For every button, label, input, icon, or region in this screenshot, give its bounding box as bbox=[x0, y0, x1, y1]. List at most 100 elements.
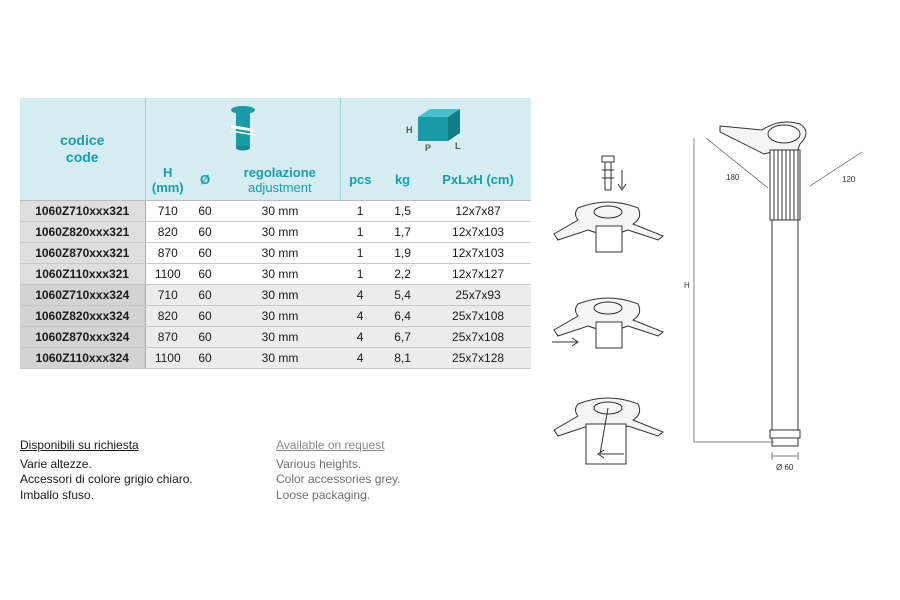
cell-code: 1060Z820xxx324 bbox=[20, 305, 146, 327]
cell-h: 870 bbox=[145, 242, 190, 264]
col-header-kg: kg bbox=[380, 160, 426, 200]
cell-kg: 1,7 bbox=[380, 221, 426, 243]
cell-h: 820 bbox=[145, 305, 190, 327]
cell-adjustment: 30 mm bbox=[220, 284, 341, 306]
assembly-step-3 bbox=[553, 397, 664, 465]
notes-en-line: Various heights. bbox=[276, 456, 362, 471]
table-row: 1060Z870xxx324 870 60 30 mm 4 6,7 25x7x1… bbox=[20, 326, 532, 348]
cell-kg: 1,9 bbox=[380, 242, 426, 264]
cell-code: 1060Z110xxx321 bbox=[20, 263, 146, 285]
assembly-step-1 bbox=[553, 155, 664, 253]
assembly-step-2 bbox=[552, 297, 664, 349]
cell-pcs: 4 bbox=[340, 347, 381, 369]
box-label-p: P bbox=[425, 143, 431, 153]
col-header-pcs: pcs bbox=[339, 160, 381, 200]
cell-dims: 25x7x108 bbox=[425, 326, 532, 348]
dim-diameter: Ø 60 bbox=[776, 463, 794, 472]
cell-pcs: 4 bbox=[340, 326, 381, 348]
code-header: codice code bbox=[20, 98, 145, 200]
notes-it-line: Accessori di colore grigio chiaro. bbox=[20, 472, 193, 486]
cell-code: 1060Z110xxx324 bbox=[20, 347, 146, 369]
cell-dims: 12x7x127 bbox=[425, 263, 532, 285]
cell-diameter: 60 bbox=[190, 284, 220, 306]
cell-h: 820 bbox=[145, 221, 190, 243]
dim-plate-left: 180 bbox=[726, 173, 740, 182]
cell-dims: 12x7x103 bbox=[425, 242, 532, 264]
cell-pcs: 1 bbox=[340, 199, 381, 222]
notes-en-line: Loose packaging. bbox=[276, 487, 371, 502]
cell-diameter: 60 bbox=[190, 305, 220, 327]
cell-diameter: 60 bbox=[190, 221, 220, 243]
cell-pcs: 1 bbox=[340, 263, 381, 285]
notes-it-line: Varie altezze. bbox=[20, 456, 92, 471]
code-header-en: code bbox=[65, 148, 99, 165]
cell-diameter: 60 bbox=[190, 347, 220, 369]
cell-code: 1060Z820xxx321 bbox=[20, 221, 146, 243]
cell-kg: 2,2 bbox=[380, 263, 426, 285]
cell-code: 1060Z710xxx321 bbox=[20, 199, 146, 222]
box-icon-cell: H P L bbox=[339, 98, 532, 160]
cell-code: 1060Z870xxx324 bbox=[20, 326, 146, 348]
table-row: 1060Z870xxx321 870 60 30 mm 1 1,9 12x7x1… bbox=[20, 242, 532, 264]
cell-diameter: 60 bbox=[190, 263, 220, 285]
box-label-h: H bbox=[406, 125, 413, 135]
cell-adjustment: 30 mm bbox=[220, 221, 341, 243]
table-row: 1060Z820xxx324 820 60 30 mm 4 6,4 25x7x1… bbox=[20, 305, 532, 327]
col-header-diameter: Ø bbox=[190, 160, 220, 200]
cell-code: 1060Z870xxx321 bbox=[20, 242, 146, 264]
table-row: 1060Z710xxx324 710 60 30 mm 4 5,4 25x7x9… bbox=[20, 284, 532, 306]
leg-icon-cell bbox=[144, 98, 341, 160]
cell-kg: 6,7 bbox=[380, 326, 426, 348]
notes-en-title: Available on request bbox=[276, 438, 385, 452]
header-row-icons: codice code H P L bbox=[20, 98, 532, 200]
cell-h: 710 bbox=[145, 199, 190, 222]
table-row: 1060Z710xxx321 710 60 30 mm 1 1,5 12x7x8… bbox=[20, 199, 532, 222]
cell-dims: 12x7x103 bbox=[425, 221, 532, 243]
notes-it-line: Imballo sfuso. bbox=[20, 487, 95, 502]
col-header-h: H(mm) bbox=[144, 160, 190, 200]
cell-adjustment: 30 mm bbox=[220, 242, 341, 264]
code-header-it: codice bbox=[60, 131, 105, 148]
box-label-l: L bbox=[455, 141, 461, 151]
table-leg-icon bbox=[230, 105, 255, 150]
dim-height: H bbox=[684, 281, 690, 290]
assembly-illustrations bbox=[552, 155, 664, 465]
cell-dims: 25x7x93 bbox=[425, 284, 532, 306]
cell-adjustment: 30 mm bbox=[220, 347, 341, 369]
cell-diameter: 60 bbox=[190, 326, 220, 348]
notes-italian: Disponibili su richiesta Varie altezze. … bbox=[20, 438, 193, 503]
cell-kg: 8,1 bbox=[380, 347, 426, 369]
table-row: 1060Z820xxx321 820 60 30 mm 1 1,7 12x7x1… bbox=[20, 221, 532, 243]
cell-pcs: 1 bbox=[340, 221, 381, 243]
package-box-icon: H P L bbox=[406, 108, 461, 153]
cell-h: 1100 bbox=[145, 347, 190, 369]
cell-pcs: 4 bbox=[340, 305, 381, 327]
cell-adjustment: 30 mm bbox=[220, 263, 341, 285]
table-row: 1060Z110xxx324 1100 60 30 mm 4 8,1 25x7x… bbox=[20, 347, 532, 369]
cell-adjustment: 30 mm bbox=[220, 305, 341, 327]
cell-diameter: 60 bbox=[190, 199, 220, 222]
cell-h: 1100 bbox=[145, 263, 190, 285]
cell-adjustment: 30 mm bbox=[220, 326, 341, 348]
cell-pcs: 1 bbox=[340, 242, 381, 264]
cell-dims: 25x7x128 bbox=[425, 347, 532, 369]
cell-pcs: 4 bbox=[340, 284, 381, 306]
cell-kg: 6,4 bbox=[380, 305, 426, 327]
leg-technical-drawing: 180 120 H Ø 60 bbox=[684, 121, 863, 472]
notes-en-line: Color accessories grey. bbox=[276, 472, 401, 486]
table-row: 1060Z110xxx321 1100 60 30 mm 1 2,2 12x7x… bbox=[20, 263, 532, 285]
cell-h: 710 bbox=[145, 284, 190, 306]
cell-diameter: 60 bbox=[190, 242, 220, 264]
cell-code: 1060Z710xxx324 bbox=[20, 284, 146, 306]
cell-kg: 1,5 bbox=[380, 199, 426, 222]
spec-table: codice code H P L bbox=[20, 98, 532, 369]
col-header-dims: PxLxH (cm) bbox=[425, 160, 532, 200]
notes-it-title: Disponibili su richiesta bbox=[20, 438, 139, 452]
dim-plate-right: 120 bbox=[842, 175, 856, 184]
notes-english: Available on request Various heights. Co… bbox=[276, 438, 401, 503]
cell-h: 870 bbox=[145, 326, 190, 348]
cell-dims: 25x7x108 bbox=[425, 305, 532, 327]
cell-adjustment: 30 mm bbox=[220, 199, 341, 222]
